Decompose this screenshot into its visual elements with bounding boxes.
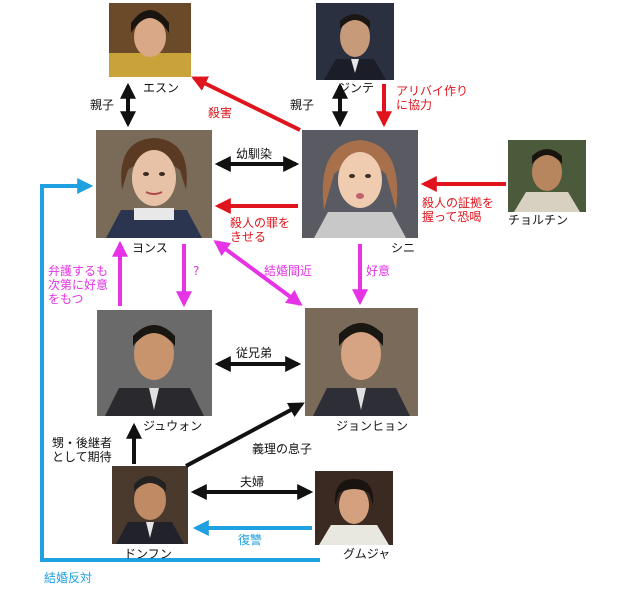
cheolchin-photo	[508, 140, 586, 212]
label-osananajimi: 幼馴染	[236, 147, 273, 161]
name-cheolchin: チョルチン	[508, 213, 569, 227]
label-kekkon-hantai: 結婚反対	[44, 571, 93, 585]
arrow-kekkon-hantai	[40, 178, 320, 562]
label-kekkon-majika: 結婚間近	[264, 264, 313, 278]
label-alibi-1: アリバイ作り	[396, 84, 469, 98]
gumuja-photo	[315, 471, 393, 545]
juwon-photo	[97, 310, 212, 416]
label-tsumi-1: 殺人の罪を	[230, 216, 291, 230]
name-juwon: ジュウォン	[143, 419, 203, 433]
name-shini: シニ	[391, 241, 416, 255]
name-jonhyon: ジョンヒョン	[336, 419, 409, 433]
label-bengo-3: をもつ	[48, 292, 84, 306]
label-shouko-2: 握って恐喝	[422, 210, 482, 224]
label-koui: 好意	[366, 264, 391, 278]
label-fuufu: 夫婦	[240, 475, 265, 489]
arrow-satsugai	[191, 76, 301, 132]
label-question: ?	[193, 264, 200, 278]
name-gumuja: グムジャ	[343, 547, 391, 561]
name-esun: エスン	[143, 81, 180, 95]
name-donfun: ドンフン	[124, 547, 172, 561]
label-oi-1: 甥・後継者	[52, 436, 113, 450]
esun-photo	[109, 3, 191, 77]
label-giri-musuko: 義理の息子	[252, 442, 313, 456]
label-satsugai: 殺害	[208, 106, 233, 120]
name-jinte: ジンテ	[338, 81, 375, 95]
arrow-kekkon-majika	[213, 240, 303, 306]
donfun-photo	[112, 466, 188, 544]
label-itoko: 従兄弟	[236, 346, 273, 360]
jinte-photo	[316, 3, 394, 80]
label-oyako-1: 親子	[90, 98, 115, 112]
yonsu-photo	[96, 130, 212, 238]
label-shouko-1: 殺人の証拠を	[422, 196, 495, 210]
arrow-giri-musuko	[185, 402, 305, 468]
name-yonsu: ヨンス	[132, 241, 168, 255]
label-tsumi-2: きせる	[230, 230, 267, 244]
label-fukushuu: 復讐	[238, 533, 263, 547]
label-oi-2: として期待	[52, 450, 112, 464]
label-oyako-2: 親子	[290, 98, 315, 112]
jonhyon-photo	[305, 308, 418, 416]
shini-photo	[302, 130, 418, 238]
label-bengo-1: 弁護するも	[48, 264, 109, 278]
label-alibi-2: に協力	[396, 98, 433, 112]
label-bengo-2: 次第に好意	[48, 278, 109, 292]
